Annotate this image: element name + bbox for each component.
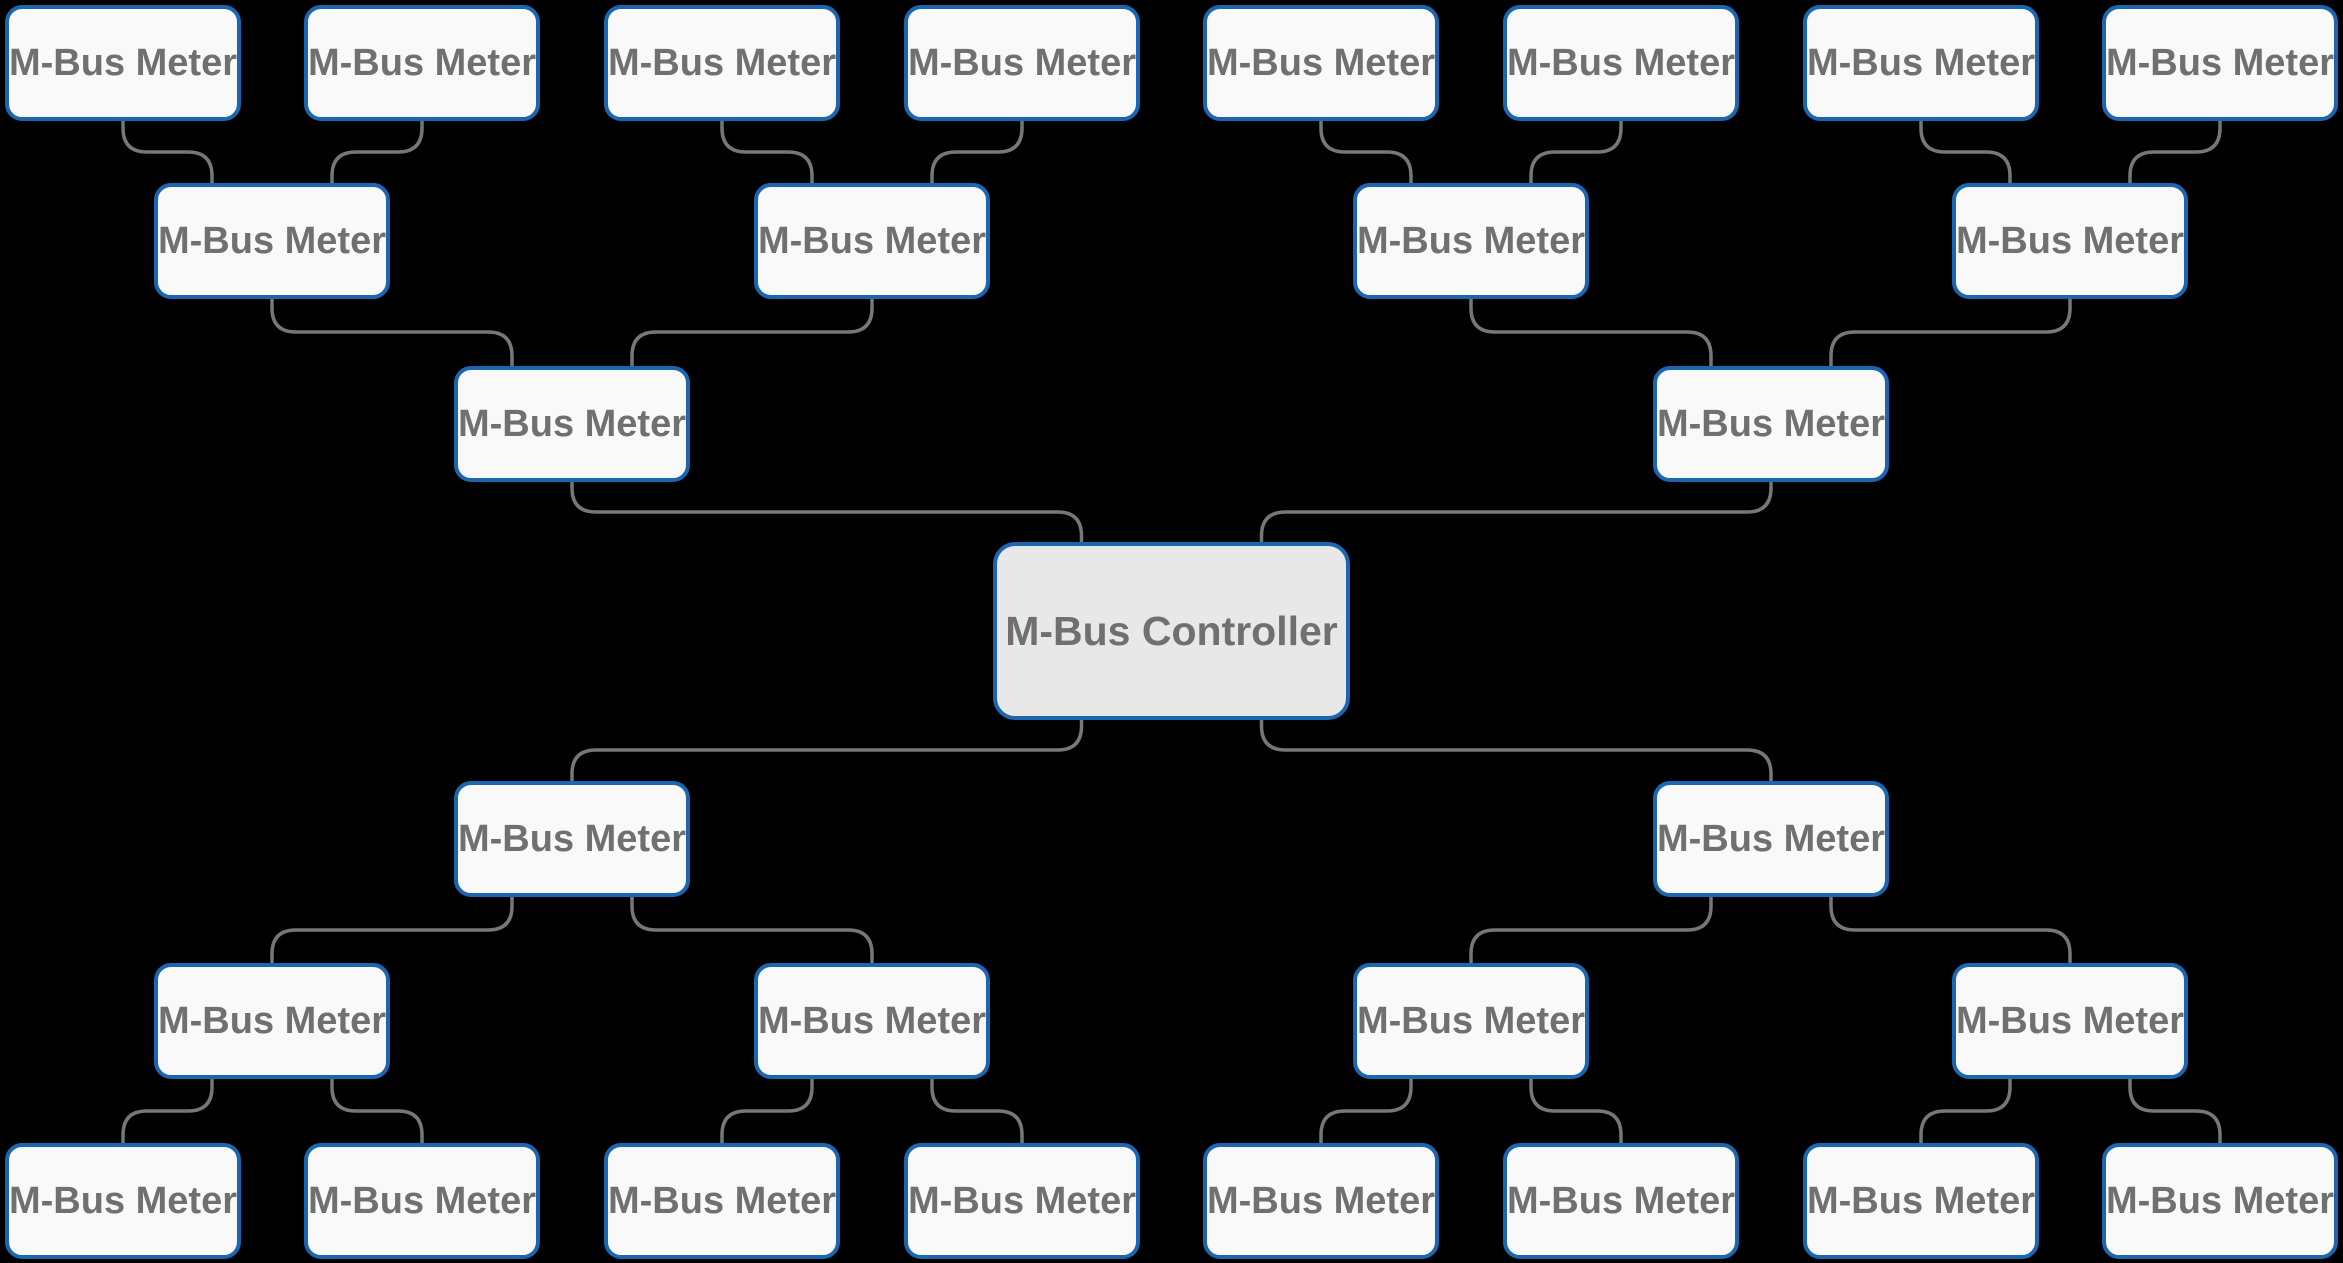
meter-node-label: M-Bus Meter (907, 1180, 1137, 1222)
meter-node-3: M-Bus Meter (604, 5, 840, 121)
edge (1829, 299, 2072, 370)
meter-node-11: M-Bus Meter (1353, 183, 1589, 299)
meter-node-label: M-Bus Meter (1656, 403, 1886, 445)
meter-node-2: M-Bus Meter (304, 5, 540, 121)
meter-node-20: M-Bus Meter (1952, 963, 2188, 1079)
meter-node-label: M-Bus Meter (307, 42, 537, 84)
meter-node-5: M-Bus Meter (1203, 5, 1439, 121)
meter-node-label: M-Bus Meter (607, 42, 837, 84)
meter-node-label: M-Bus Meter (157, 1000, 387, 1042)
meter-node-label: M-Bus Meter (2105, 42, 2335, 84)
meter-node-label: M-Bus Meter (1356, 220, 1586, 262)
meter-node-label: M-Bus Meter (8, 1180, 238, 1222)
meter-node-12: M-Bus Meter (1952, 183, 2188, 299)
meter-node-label: M-Bus Meter (157, 220, 387, 262)
edge (1259, 720, 1773, 785)
meter-node-10: M-Bus Meter (754, 183, 990, 299)
meter-node-1: M-Bus Meter (5, 5, 241, 121)
meter-node-label: M-Bus Meter (757, 220, 987, 262)
controller-node-label: M-Bus Controller (1005, 607, 1338, 654)
edge (121, 121, 214, 187)
meter-node-6: M-Bus Meter (1503, 5, 1739, 121)
meter-node-label: M-Bus Meter (457, 403, 687, 445)
meter-node-label: M-Bus Meter (1656, 818, 1886, 860)
meter-node-label: M-Bus Meter (2105, 1180, 2335, 1222)
meter-node-22: M-Bus Meter (304, 1143, 540, 1259)
meter-node-label: M-Bus Meter (307, 1180, 537, 1222)
edge (720, 1079, 814, 1147)
meter-node-label: M-Bus Meter (1806, 1180, 2036, 1222)
edge (720, 121, 814, 187)
meter-node-27: M-Bus Meter (1803, 1143, 2039, 1259)
meter-node-label: M-Bus Meter (907, 42, 1137, 84)
controller-node: M-Bus Controller (993, 542, 1350, 720)
edge (330, 121, 424, 187)
edge (930, 1079, 1024, 1147)
meter-node-label: M-Bus Meter (8, 42, 238, 84)
meter-node-9: M-Bus Meter (154, 183, 390, 299)
edge (1469, 897, 1713, 967)
meter-node-label: M-Bus Meter (757, 1000, 987, 1042)
meter-node-label: M-Bus Meter (1806, 42, 2036, 84)
edge (570, 720, 1084, 785)
meter-node-label: M-Bus Meter (1955, 220, 2185, 262)
edge (630, 897, 874, 967)
meter-node-28: M-Bus Meter (2102, 1143, 2338, 1259)
edge (570, 482, 1084, 546)
meter-node-7: M-Bus Meter (1803, 5, 2039, 121)
edge (330, 1079, 424, 1147)
edge (1919, 121, 2012, 187)
edge (1319, 121, 1413, 187)
edge (2128, 1079, 2222, 1147)
edge (1259, 482, 1773, 546)
edge (630, 299, 874, 370)
meter-node-14: M-Bus Meter (1653, 366, 1889, 482)
meter-node-label: M-Bus Meter (1506, 42, 1736, 84)
meter-node-label: M-Bus Meter (1955, 1000, 2185, 1042)
meter-node-17: M-Bus Meter (154, 963, 390, 1079)
meter-node-label: M-Bus Meter (1206, 1180, 1436, 1222)
meter-node-label: M-Bus Meter (607, 1180, 837, 1222)
meter-node-25: M-Bus Meter (1203, 1143, 1439, 1259)
edge (270, 897, 514, 967)
meter-node-19: M-Bus Meter (1353, 963, 1589, 1079)
meter-node-24: M-Bus Meter (904, 1143, 1140, 1259)
meter-node-16: M-Bus Meter (1653, 781, 1889, 897)
meter-node-15: M-Bus Meter (454, 781, 690, 897)
meter-node-4: M-Bus Meter (904, 5, 1140, 121)
edge (930, 121, 1024, 187)
edge (121, 1079, 214, 1147)
edge (1529, 1079, 1623, 1147)
meter-node-21: M-Bus Meter (5, 1143, 241, 1259)
meter-node-23: M-Bus Meter (604, 1143, 840, 1259)
meter-node-label: M-Bus Meter (1206, 42, 1436, 84)
meter-node-label: M-Bus Meter (1356, 1000, 1586, 1042)
edge (1529, 121, 1623, 187)
edge (1319, 1079, 1413, 1147)
edge (2128, 121, 2222, 187)
meter-node-label: M-Bus Meter (457, 818, 687, 860)
edge (1919, 1079, 2012, 1147)
edge (1469, 299, 1713, 370)
meter-node-18: M-Bus Meter (754, 963, 990, 1079)
meter-node-13: M-Bus Meter (454, 366, 690, 482)
edge (270, 299, 514, 370)
meter-node-26: M-Bus Meter (1503, 1143, 1739, 1259)
edge (1829, 897, 2072, 967)
meter-node-label: M-Bus Meter (1506, 1180, 1736, 1222)
meter-node-8: M-Bus Meter (2102, 5, 2338, 121)
